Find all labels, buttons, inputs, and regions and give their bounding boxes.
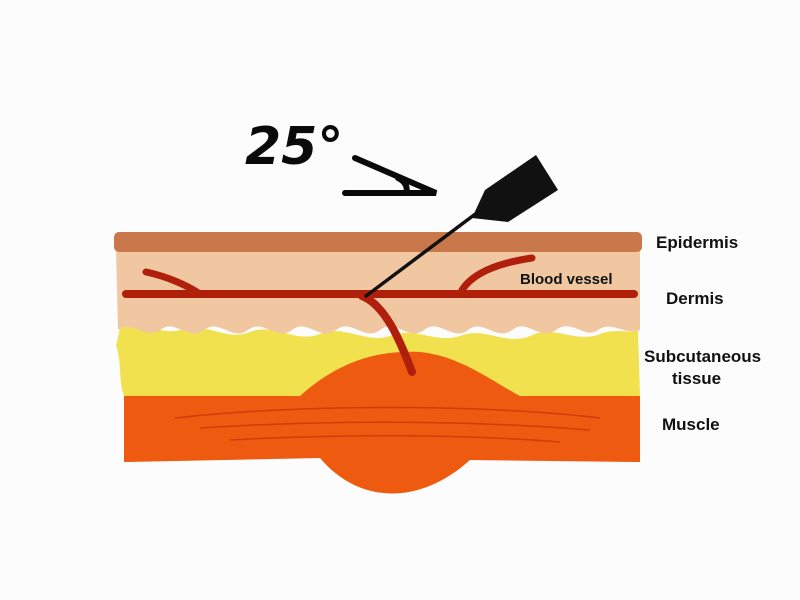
subcutaneous-label-line2: tissue (672, 369, 721, 388)
epidermis-layer (114, 232, 642, 252)
muscle-fibers (174, 406, 601, 443)
dermis-label: Dermis (666, 289, 724, 308)
muscle-label: Muscle (662, 415, 720, 434)
needle (364, 155, 558, 298)
epidermis-label: Epidermis (656, 233, 738, 252)
blood-vessel-label: Blood vessel (520, 271, 613, 288)
muscle-layer (124, 383, 640, 494)
angle-value: 25° (245, 117, 343, 177)
angle-icon (342, 155, 438, 196)
blood-vessel (122, 254, 638, 376)
subcutaneous-label-line1: Subcutaneous (644, 347, 761, 366)
